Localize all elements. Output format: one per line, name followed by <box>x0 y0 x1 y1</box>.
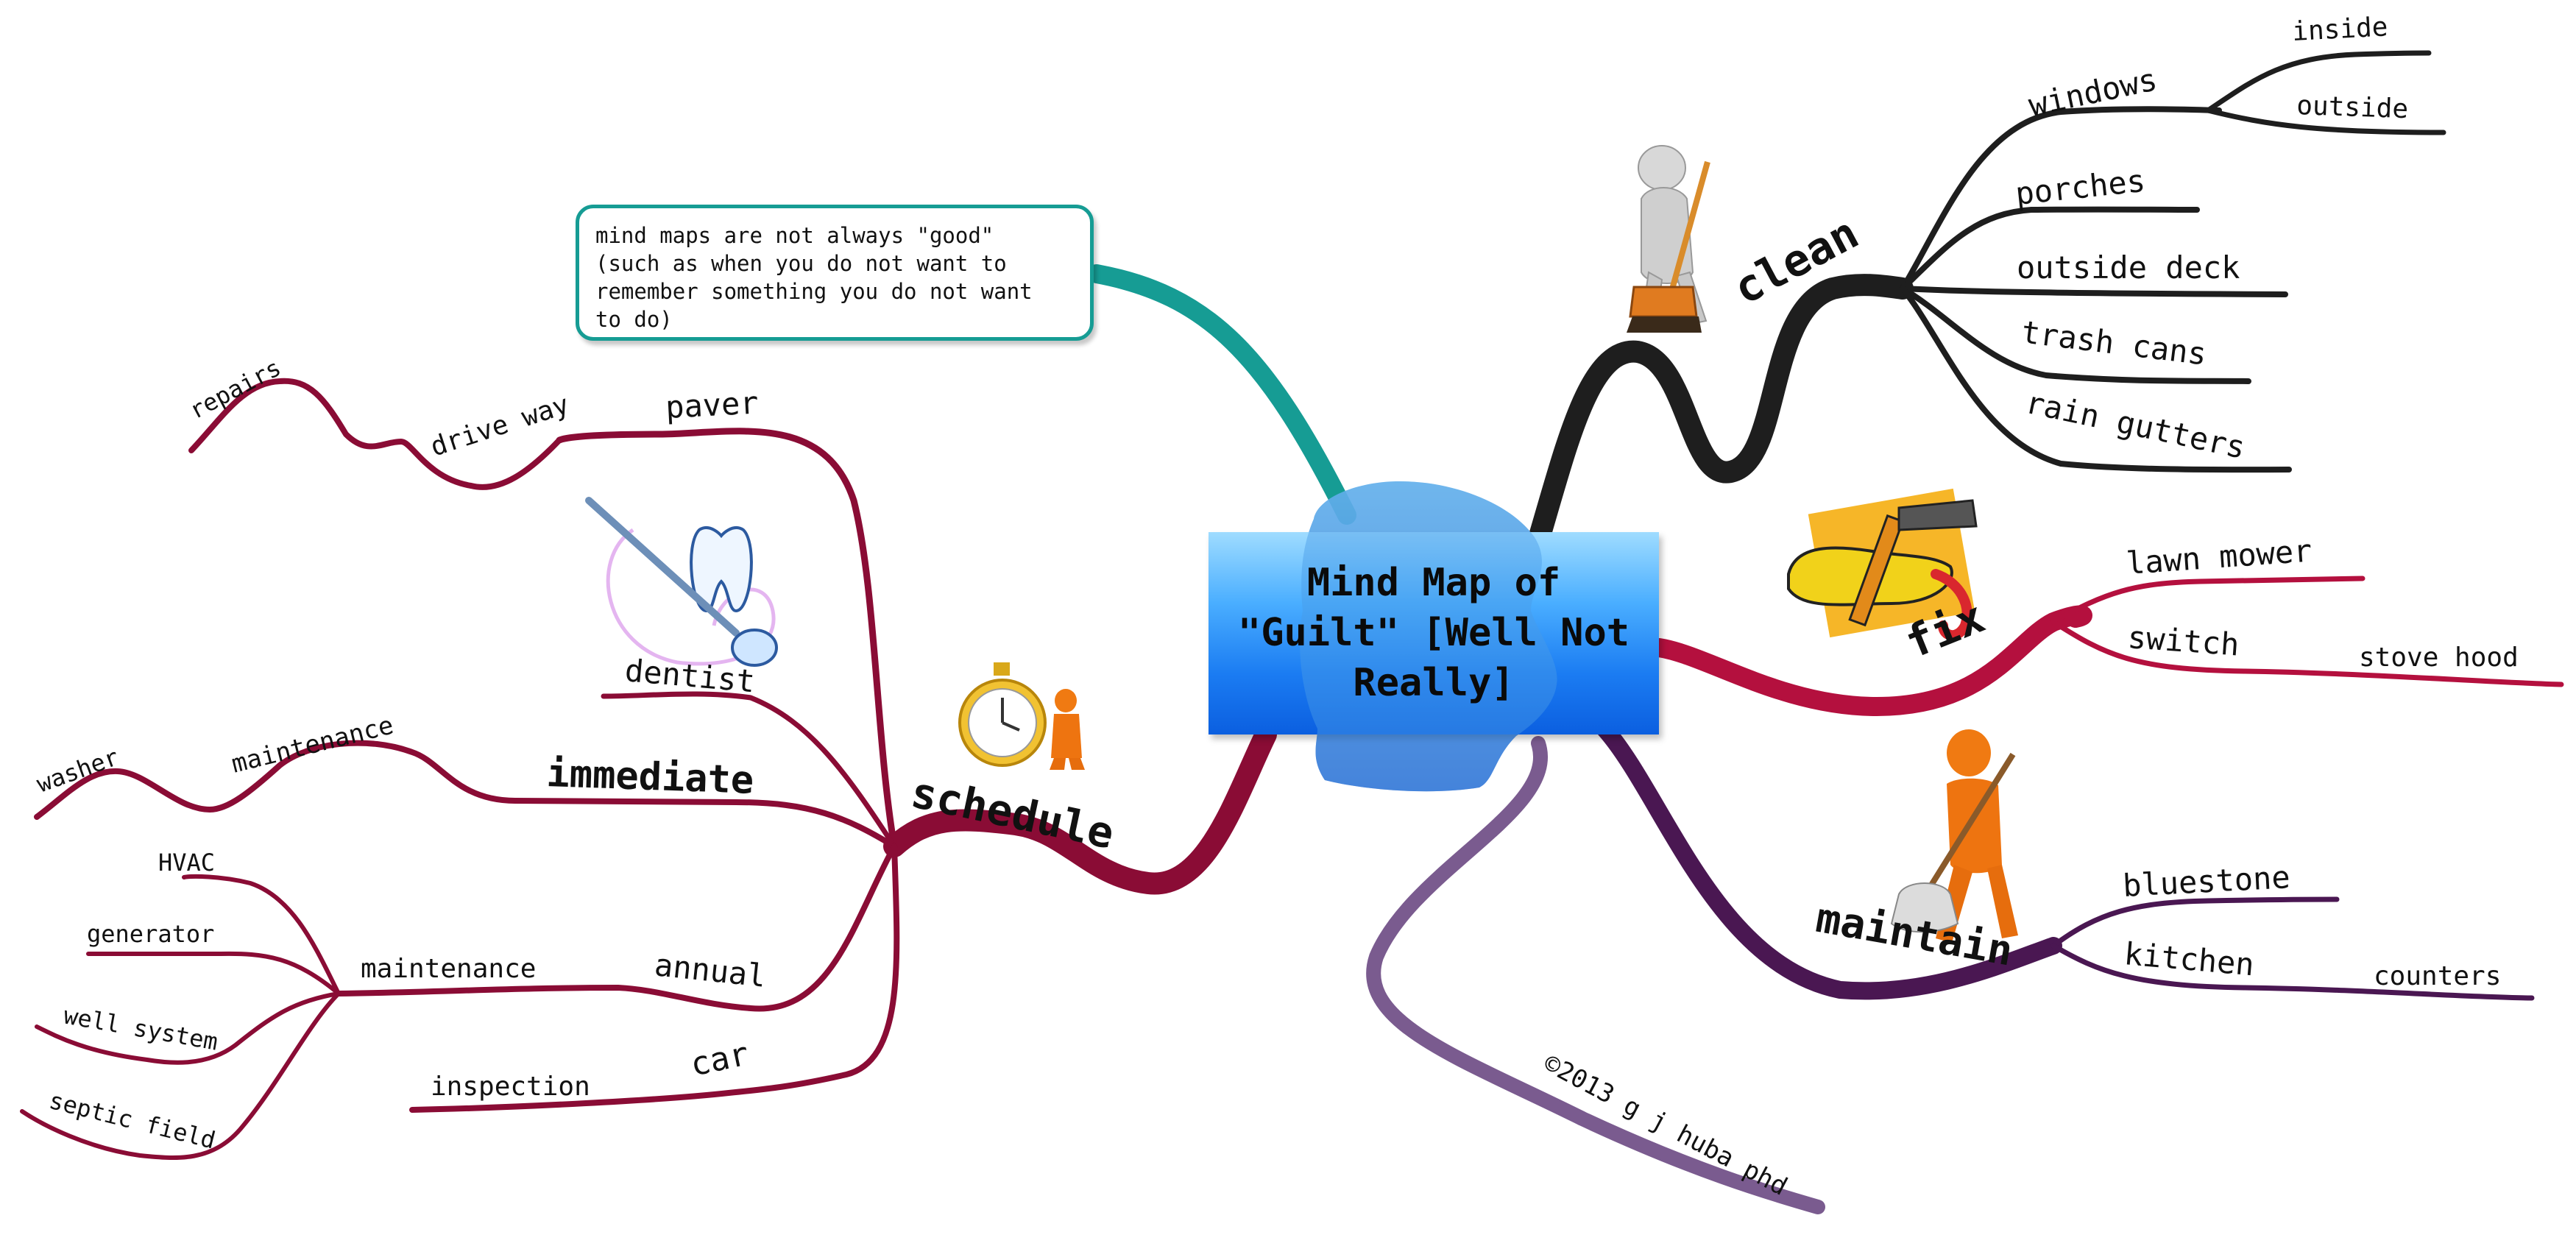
inspection-label: inspection <box>431 1072 590 1102</box>
septic-field-label: septic field <box>46 1086 219 1155</box>
generator-label: generator <box>87 920 214 948</box>
outside-deck-label: outside deck <box>2017 249 2240 286</box>
immediate-label: immediate <box>546 751 755 803</box>
paver-label: paver <box>665 384 760 425</box>
inside-label: inside <box>2291 12 2388 47</box>
maintenance-annual-label: maintenance <box>361 954 536 984</box>
person-mopping-icon <box>1890 729 2018 943</box>
annual-label: annual <box>653 946 768 994</box>
hvac-label: HVAC <box>158 849 215 877</box>
rain-gutters-label: rain gutters <box>2023 384 2248 466</box>
copyright-label: ©2013 g j huba phd <box>1539 1049 1792 1202</box>
clean-label: clean <box>1725 208 1866 316</box>
counters-label: counters <box>2374 961 2501 991</box>
bluestone-label: bluestone <box>2122 859 2291 904</box>
note-callout: mind maps are not always "good" (such as… <box>576 205 1094 341</box>
central-topic[interactable] <box>1209 532 1659 734</box>
copyright-branch <box>1366 736 1825 1214</box>
car-label: car <box>687 1035 752 1083</box>
tools-icon <box>1787 488 1978 641</box>
central-topic-title: Mind Map of "Guilt" [Well Not Really] <box>1237 561 1630 705</box>
lawn-mower-label: lawn mower <box>2125 532 2313 581</box>
clean-branch <box>1527 50 2446 552</box>
fix-branch <box>1649 576 2564 717</box>
note-connector <box>1087 264 1356 525</box>
schedule-branch <box>20 378 1277 1161</box>
outside-label: outside <box>2296 91 2409 124</box>
tooth-mirror-icon <box>585 497 778 667</box>
washer-label: washer <box>33 743 123 798</box>
kitchen-label: kitchen <box>2123 935 2256 983</box>
switch-label: switch <box>2126 619 2240 662</box>
maintain-branch <box>1596 720 2535 1001</box>
stopwatch-person-icon <box>958 662 1085 770</box>
trash-cans-label: trash cans <box>2020 314 2209 372</box>
schedule-label: schedule <box>907 767 1118 859</box>
person-sweeping-icon <box>1627 145 1710 333</box>
windows-label: windows <box>2025 61 2160 124</box>
repairs-label: repairs <box>185 353 286 425</box>
stove-hood-label: stove hood <box>2359 643 2519 673</box>
porches-label: porches <box>2014 163 2147 212</box>
maintenance-immediate-label: maintenance <box>229 710 397 779</box>
